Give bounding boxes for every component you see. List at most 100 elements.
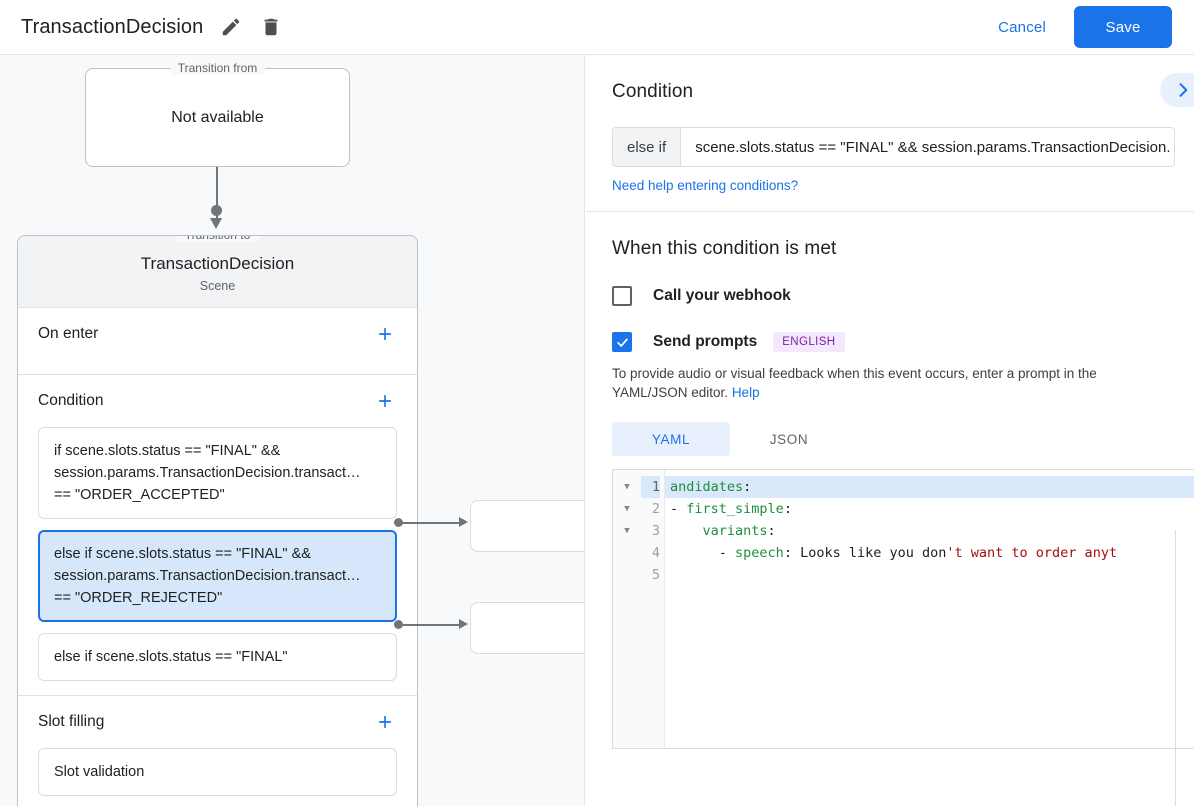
graph-connector-dot <box>211 205 222 216</box>
tab-json[interactable]: JSON <box>769 431 809 447</box>
page-title: TransactionDecision <box>21 15 204 38</box>
checkmark-icon <box>616 338 628 347</box>
condition-heading: Condition <box>612 81 694 102</box>
transition-to-legend: Transition to <box>176 236 259 242</box>
chevron-right-icon[interactable] <box>1160 73 1194 107</box>
language-badge: ENGLISH <box>773 332 845 352</box>
condition-section: Condition else if scene.slots.status == … <box>586 55 1194 212</box>
app-header: TransactionDecision Cancel Save <box>0 0 1194 55</box>
edge-line-rejected <box>402 624 460 626</box>
code-line[interactable]: variants: <box>665 520 1194 542</box>
cancel-button[interactable]: Cancel <box>986 11 1058 44</box>
pane-divider <box>586 211 1194 212</box>
fold-arrow-icon[interactable]: ▼ <box>624 526 630 536</box>
code-line[interactable]: andidates: <box>665 476 1194 498</box>
transition-from-legend: Transition from <box>169 61 266 75</box>
code-token: andidates <box>670 479 744 495</box>
code-line[interactable] <box>665 564 1194 586</box>
condition-item[interactable]: else if scene.slots.status == "FINAL" <box>38 632 397 681</box>
code-token: variants <box>702 523 768 539</box>
when-met-heading: When this condition is met <box>612 238 837 259</box>
code-token: - <box>670 501 687 517</box>
condition-item[interactable]: if scene.slots.status == "FINAL" &&sessi… <box>38 426 397 519</box>
fold-spacer <box>613 542 641 564</box>
send-prompts-row[interactable]: Send prompts ENGLISH <box>612 332 1168 352</box>
pencil-icon[interactable] <box>219 15 243 39</box>
condition-item-line: session.params.TransactionDecision.trans… <box>54 464 361 481</box>
condition-item-line: == "ORDER_REJECTED" <box>54 589 223 606</box>
condition-detail-pane: Condition else if scene.slots.status == … <box>586 55 1194 806</box>
target-node-rejected[interactable] <box>470 602 584 654</box>
section-title: Slot filling <box>38 712 105 730</box>
condition-item-line: == "ORDER_ACCEPTED" <box>54 486 225 503</box>
line-number: 1 <box>641 476 660 498</box>
code-token <box>670 523 703 539</box>
code-token: : <box>767 523 776 539</box>
editor-right-rule <box>1175 530 1176 806</box>
fold-arrow-icon[interactable]: ▼ <box>624 482 630 492</box>
edge-arrow-rejected <box>459 619 468 629</box>
webhook-row[interactable]: Call your webhook <box>612 286 1168 306</box>
code-token: first_simple <box>686 501 784 517</box>
transition-from-card[interactable]: Transition from Not available <box>85 61 350 167</box>
code-token: - <box>670 545 736 561</box>
graph-connector-arrowhead <box>210 218 222 229</box>
edge-dot-rejected <box>394 620 403 629</box>
plus-icon[interactable] <box>373 322 397 346</box>
transition-from-value: Not available <box>171 108 264 126</box>
editor-fold-gutter: ▼ ▼ ▼ <box>613 470 641 748</box>
target-node-accepted[interactable] <box>470 500 584 552</box>
condition-item[interactable]: else if scene.slots.status == "FINAL" &&… <box>38 529 397 622</box>
condition-prefix: else if <box>613 128 682 166</box>
code-line[interactable]: - speech: Looks like you don't want to o… <box>665 542 1194 564</box>
condition-item-line: else if scene.slots.status == "FINAL" <box>54 648 288 665</box>
section-header: On enter <box>38 308 397 360</box>
condition-help-link[interactable]: Need help entering conditions? <box>612 178 799 193</box>
plus-icon[interactable] <box>373 710 397 734</box>
scene-type: Scene <box>199 278 236 293</box>
prompt-hint-prefix: To provide audio or visual feedback when… <box>612 366 1097 400</box>
condition-item-line: session.params.TransactionDecision.trans… <box>54 567 361 584</box>
line-number: 3 <box>651 523 660 539</box>
scene-section-on-enter: On enter <box>18 308 417 375</box>
section-title: On enter <box>38 324 99 342</box>
condition-expression-input[interactable]: scene.slots.status == "FINAL" && session… <box>695 138 1171 156</box>
condition-input-row[interactable]: else if scene.slots.status == "FINAL" &&… <box>612 127 1175 167</box>
editor-line-numbers: 1 2 3 4 5 <box>641 470 665 748</box>
fold-spacer <box>613 564 641 586</box>
call-webhook-checkbox[interactable] <box>612 286 632 306</box>
editor-code-area[interactable]: andidates:- first_simple: variants: - sp… <box>665 470 1194 748</box>
line-number: 5 <box>651 567 660 583</box>
when-condition-met-section: When this condition is met Call your web… <box>586 212 1194 749</box>
condition-item-line: else if scene.slots.status == "FINAL" && <box>54 545 311 562</box>
prompt-help-link[interactable]: Help <box>731 385 760 400</box>
transition-to-card: Transition to TransactionDecision Scene … <box>17 235 418 806</box>
call-webhook-label: Call your webhook <box>653 287 791 304</box>
condition-item-line: Slot validation <box>54 763 145 780</box>
code-token: 't want to order anyt <box>946 545 1118 561</box>
edge-arrow-accepted <box>459 517 468 527</box>
line-number: 2 <box>651 501 660 517</box>
trash-icon[interactable] <box>259 15 283 39</box>
section-header: Condition <box>38 375 397 427</box>
editor-format-tabs: YAML JSON <box>612 422 1168 456</box>
section-header: Slot filling <box>38 696 397 748</box>
plus-icon[interactable] <box>373 389 397 413</box>
save-button[interactable]: Save <box>1074 6 1172 48</box>
edge-dot-accepted <box>394 518 403 527</box>
send-prompts-checkbox[interactable] <box>612 332 632 352</box>
tab-yaml[interactable]: YAML <box>612 422 730 456</box>
fold-arrow-icon[interactable]: ▼ <box>624 504 630 514</box>
scene-header[interactable]: TransactionDecision Scene <box>18 236 417 308</box>
condition-item[interactable]: Slot validation <box>38 747 397 796</box>
scene-name: TransactionDecision <box>140 254 295 273</box>
edge-line-accepted <box>402 522 460 524</box>
code-line[interactable]: - first_simple: <box>665 498 1194 520</box>
line-number: 4 <box>651 545 660 561</box>
code-token: speech <box>735 545 784 561</box>
